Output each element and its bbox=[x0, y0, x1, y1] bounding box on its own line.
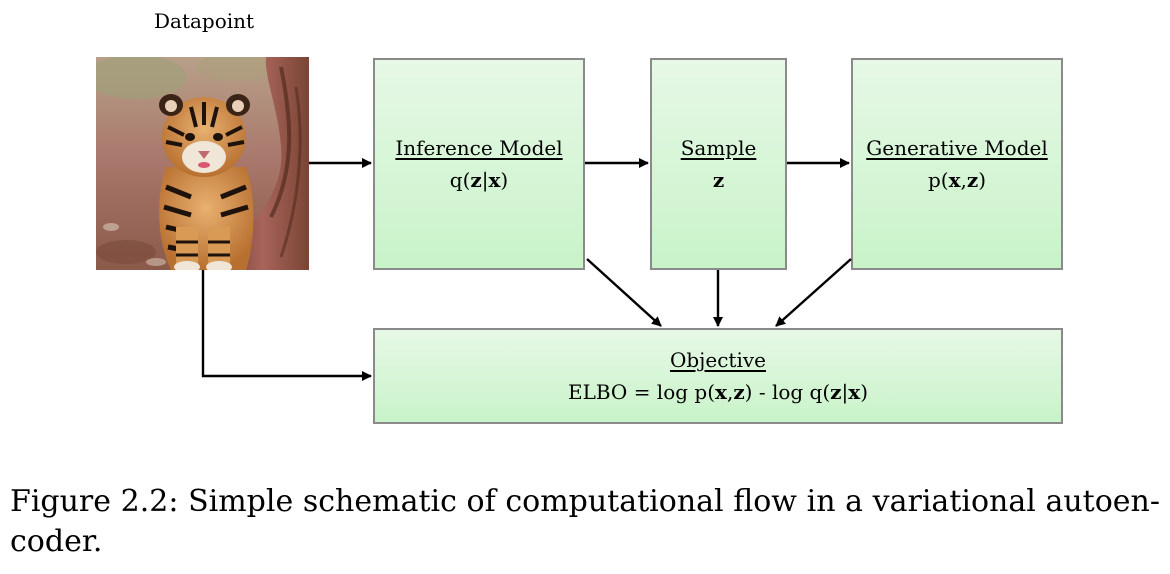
inference-model-box: Inference Model q(z|x) bbox=[373, 58, 585, 270]
datapoint-label: Datapoint bbox=[154, 9, 255, 33]
sample-box: Sample z bbox=[650, 58, 787, 270]
objective-box: Objective ELBO = log p(x,z) - log q(z|x) bbox=[373, 328, 1063, 424]
figure-caption: Figure 2.2: Simple schematic of computat… bbox=[10, 484, 1160, 559]
sample-variable: z bbox=[712, 168, 725, 192]
objective-formula: ELBO = log p(x,z) - log q(z|x) bbox=[567, 380, 869, 404]
arrow-inference-to-objective bbox=[586, 258, 662, 327]
generative-model-title: Generative Model bbox=[866, 136, 1048, 160]
inference-model-title: Inference Model bbox=[395, 136, 563, 160]
arrow-image-to-objective bbox=[201, 270, 372, 381]
sample-title: Sample bbox=[680, 136, 757, 160]
datapoint-image bbox=[96, 57, 309, 270]
arrow-generative-to-objective bbox=[775, 258, 852, 327]
inference-model-formula: q(z|x) bbox=[449, 168, 509, 192]
generative-model-formula: p(x,z) bbox=[927, 168, 987, 192]
generative-model-box: Generative Model p(x,z) bbox=[851, 58, 1063, 270]
objective-title: Objective bbox=[669, 348, 766, 372]
